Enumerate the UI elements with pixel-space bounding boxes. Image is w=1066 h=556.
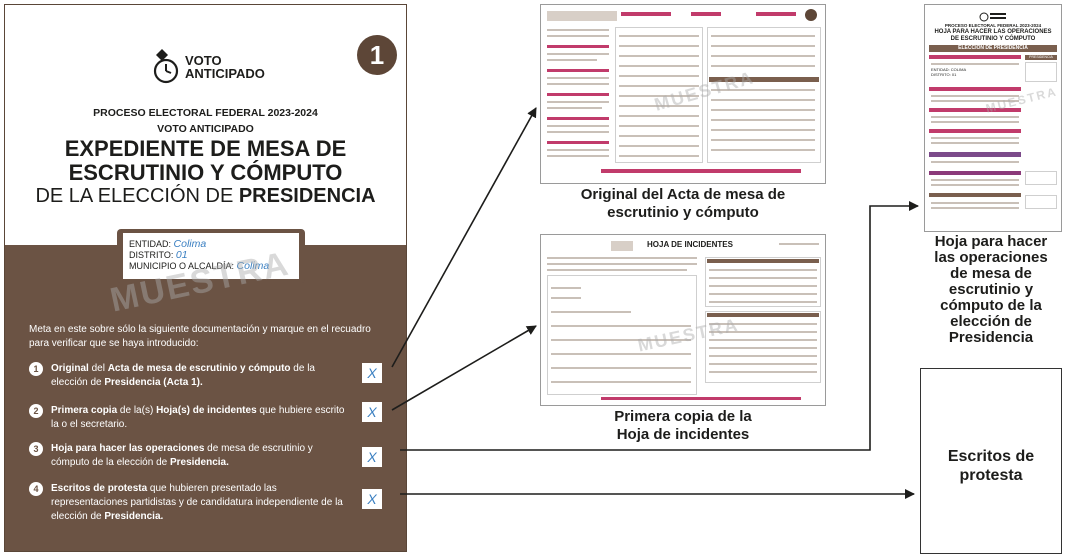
hoja-right-tab: PRESIDENCIA [1025, 55, 1057, 60]
acta-caption: Original del Acta de mesa de escrutinio … [580, 186, 786, 221]
expediente-envelope: 1 VOTO ANTICIPADO PROCESO ELECTORAL FEDE… [4, 4, 407, 552]
list-item-4: 4 Escritos de protesta que hubieren pres… [29, 482, 359, 524]
title-line2: ESCRUTINIO Y CÓMPUTO [68, 160, 343, 185]
list-item-3: 3 Hoja para hacer las operaciones de mes… [29, 442, 359, 470]
escritos-de-protesta-box: Escritos de protesta [920, 368, 1062, 554]
item-text: Primera copia de la(s) Hoja(s) de incide… [51, 405, 345, 430]
voto-anticipado-label: VOTO ANTICIPADO [157, 123, 254, 135]
hoja-band: ELECCIÓN DE PRESIDENCIA [929, 45, 1057, 52]
voto-anticipado-mini-logo [979, 9, 1009, 22]
municipio-value: Colima [236, 260, 270, 272]
hoja-caption: Hoja para hacer las operaciones de mesa … [934, 233, 1048, 346]
checkbox-4[interactable]: X [362, 489, 382, 509]
envelope-bottom [5, 245, 406, 551]
logo-line2: ANTICIPADO [185, 66, 265, 81]
voto-anticipado-logo: VOTO ANTICIPADO [151, 49, 265, 85]
list-item-1: 1 Original del Acta de mesa de escrutini… [29, 362, 359, 390]
escritos-label: Escritos de protesta [947, 448, 1035, 484]
item-text: Original del Acta de mesa de escrutinio … [51, 363, 315, 388]
checkbox-2[interactable]: X [362, 402, 382, 422]
hoja-entidad: ENTIDAD: COLIMA DISTRITO: 01 [931, 67, 967, 77]
item-text: Hoja para hacer las operaciones de mesa … [51, 443, 313, 468]
envelope-top [5, 5, 406, 245]
proceso-electoral-label: PROCESO ELECTORAL FEDERAL 2023-2024 [93, 107, 318, 119]
arrow-to-hoja [400, 201, 919, 451]
arrow-to-acta [391, 107, 537, 368]
checkbox-3[interactable]: X [362, 447, 382, 467]
arrow-to-incidentes [391, 325, 537, 411]
number-icon: 4 [29, 482, 43, 496]
hoja-proceso: PROCESO ELECTORAL FEDERAL 2023-2024 [944, 23, 1042, 28]
title-line1: EXPEDIENTE DE MESA DE [64, 136, 347, 161]
number-icon: 1 [29, 362, 43, 376]
checkbox-1[interactable]: X [362, 363, 382, 383]
clock-icon [153, 49, 179, 84]
incidentes-header: HOJA DE INCIDENTES [647, 240, 733, 249]
list-item-2: 2 Primera copia de la(s) Hoja(s) de inci… [29, 404, 359, 432]
title-subtitle: DE LA ELECCIÓN DE PRESIDENCIA [35, 185, 376, 207]
entidad-box: ENTIDAD: Colima DISTRITO: 01 MUNICIPIO O… [123, 233, 299, 279]
number-icon: 2 [29, 404, 43, 418]
logo-line1: VOTO [185, 53, 222, 68]
expediente-number-badge: 1 [357, 35, 397, 75]
incidentes-thumbnail: HOJA DE INCIDENTES MUESTRA [540, 234, 826, 406]
entidad-value: Colima [173, 238, 207, 250]
item-text: Escritos de protesta que hubieren presen… [51, 483, 343, 522]
instructions-text: Meta en este sobre sólo la siguiente doc… [29, 324, 371, 349]
number-icon: 3 [29, 442, 43, 456]
hoja-thumbnail: PROCESO ELECTORAL FEDERAL 2023-2024 HOJA… [924, 4, 1062, 232]
acta-thumbnail: MUESTRA [540, 4, 826, 184]
hoja-title: HOJA PARA HACER LAS OPERACIONES DE ESCRU… [934, 29, 1052, 42]
distrito-value: 01 [175, 249, 188, 261]
incidentes-caption: Primera copia de la Hoja de incidentes [614, 408, 752, 443]
